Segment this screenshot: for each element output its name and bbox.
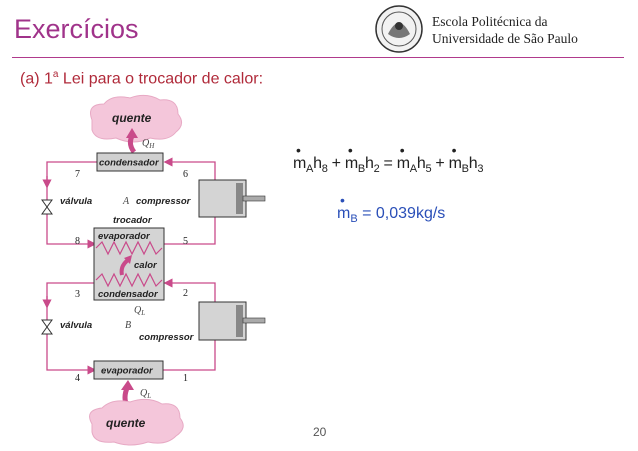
q-h-label: QH xyxy=(142,138,155,150)
condensador-top: condensador xyxy=(96,152,164,172)
state-5: 5 xyxy=(183,236,188,247)
condensador-top-label: condensador xyxy=(99,158,160,169)
cycle-b-letter: B xyxy=(125,320,131,331)
institution-name: Escola Politécnica da Universidade de Sã… xyxy=(432,13,578,47)
energy-balance-equation: mAh8 + mBh2 = mAh5 + mBh3 xyxy=(293,155,483,175)
compressor-a-label: compressor xyxy=(136,196,192,207)
condensador-mid-label: condensador xyxy=(98,289,159,300)
valvula-b-label: válvula xyxy=(60,320,92,331)
evaporador-bottom: evaporador xyxy=(93,360,164,380)
cloud-top-label: quente xyxy=(112,111,152,125)
state-7: 7 xyxy=(75,169,80,180)
evaporador-mid-label: evaporador xyxy=(98,231,151,242)
institution-line-2: Universidade de São Paulo xyxy=(432,31,578,46)
subtitle-superscript: a xyxy=(52,69,59,80)
state-1: 1 xyxy=(183,373,188,384)
page-number: 20 xyxy=(313,425,327,439)
q-l-bottom-label: QL xyxy=(140,388,151,400)
slide-subtitle: (a) 1a Lei para o trocador de calor: xyxy=(20,69,263,88)
evaporador-bottom-label: evaporador xyxy=(101,366,154,377)
header-divider xyxy=(12,57,624,58)
cloud-bottom: quente xyxy=(89,398,184,446)
q-l-mid-label: QL xyxy=(134,305,145,317)
state-3: 3 xyxy=(75,289,80,300)
university-seal-icon xyxy=(375,5,423,53)
compressor-a xyxy=(198,179,266,218)
state-2: 2 xyxy=(183,288,188,299)
valvula-a-label: válvula xyxy=(60,196,92,207)
compressor-b-label: compressor xyxy=(139,332,195,343)
q-h-arrow: QH xyxy=(126,128,155,154)
state-4: 4 xyxy=(75,373,80,384)
trocador-box: evaporador calor condensador xyxy=(93,227,165,301)
cloud-bottom-label: quente xyxy=(106,416,146,430)
slide-title: Exercícios xyxy=(14,14,139,44)
subtitle-suffix: Lei para o trocador de calor: xyxy=(58,70,264,88)
calor-label: calor xyxy=(134,260,158,271)
subtitle-prefix: (a) 1 xyxy=(20,70,53,88)
valve-a-icon xyxy=(41,199,53,215)
cycle-a-pipes xyxy=(42,157,216,249)
cloud-top: quente xyxy=(90,94,182,143)
cycle-b-pipes xyxy=(42,278,216,375)
trocador-label: trocador xyxy=(113,215,153,226)
state-8: 8 xyxy=(75,236,80,247)
state-6: 6 xyxy=(183,169,188,180)
mass-flow-result: mB = 0,039kg/s xyxy=(337,205,445,225)
cycle-a-letter: A xyxy=(122,196,130,207)
institution-line-1: Escola Politécnica da xyxy=(432,14,548,29)
valve-b-icon xyxy=(41,319,53,335)
compressor-b xyxy=(198,301,266,341)
